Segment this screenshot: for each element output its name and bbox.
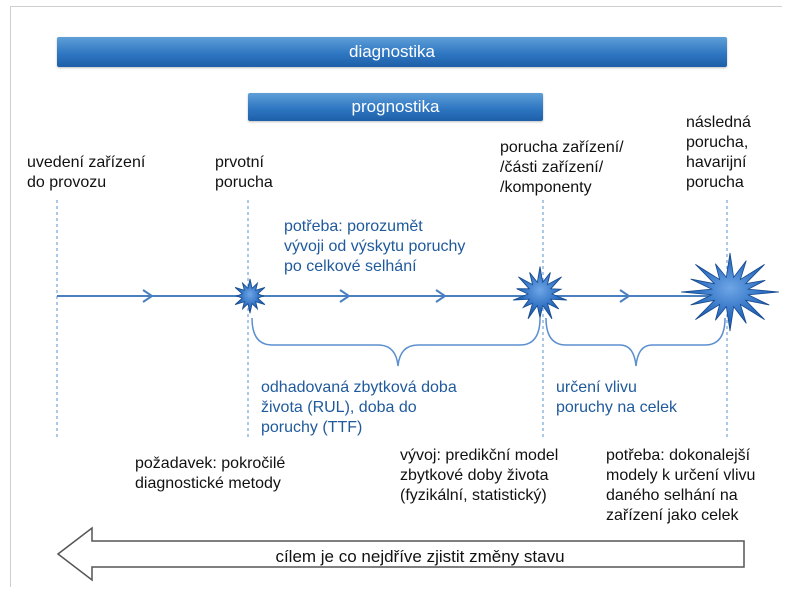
arrow-head-2 <box>339 289 351 303</box>
braces <box>251 317 726 367</box>
arrow-head-4 <box>619 289 631 303</box>
estimated-life-text: odhadovaná zbytková doba života (RUL), d… <box>261 379 457 436</box>
burst-device-failure <box>512 266 568 320</box>
brace-impact <box>545 317 726 367</box>
goal-label: cílem je co nejdříve zjistit změny stavu <box>275 547 565 566</box>
prognostika-bar: prognostika <box>248 93 543 121</box>
event-first-failure-label: prvotní porucha <box>215 154 273 191</box>
burst-subsequent-failure <box>681 252 779 332</box>
goal-arrow <box>56 526 745 582</box>
impact-text: určení vlivu poruchy na celek <box>556 379 677 416</box>
timeline-arrowheads <box>142 289 631 303</box>
arrow-head-3 <box>435 289 447 303</box>
event-subsequent-failure-label: následná porucha, havarijní porucha <box>686 114 751 191</box>
need-better-text: potřeba: dokonalejší modely k určení vli… <box>606 447 756 524</box>
need-understand-text: potřeba: porozumět vývoji od výskytu por… <box>284 218 466 275</box>
diagnostika-bar: diagnostika <box>57 37 727 67</box>
development-text: vývoj: predikční model zbytkové doby živ… <box>400 447 559 504</box>
burst-first-failure <box>234 278 266 314</box>
brace-rul <box>251 317 541 367</box>
diagnostika-label: diagnostika <box>348 42 435 61</box>
prognostika-label: prognostika <box>351 97 440 116</box>
requirement-text: požadavek: pokročilé diagnostické metody <box>135 455 286 492</box>
arrow-head-1 <box>142 289 154 303</box>
event-device-failure-label: porucha zařízení/ /části zařízení/ /komp… <box>500 139 624 196</box>
figure-frame <box>10 6 782 587</box>
event-start-label: uvedení zařízení do provozu <box>27 154 146 191</box>
failure-bursts <box>234 252 779 332</box>
